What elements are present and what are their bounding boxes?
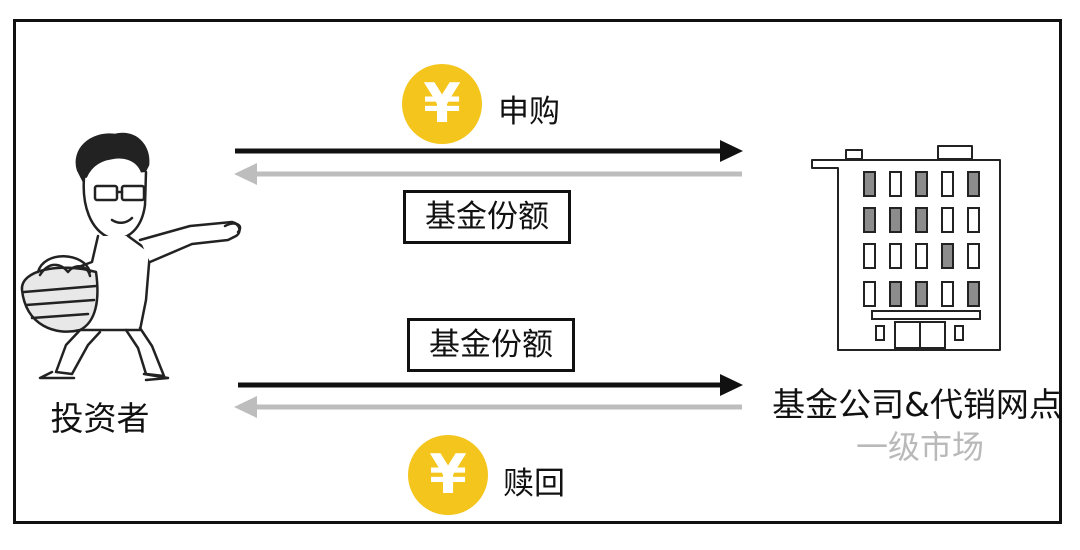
building-window [941,207,954,233]
building-window [863,171,876,197]
building-window [889,207,902,233]
building-window [915,171,928,197]
building-window [941,281,954,307]
building-window [915,243,928,269]
building-window [863,281,876,307]
yuan-coin-icon: ¥ [408,435,488,515]
redeem-money-arrow [234,396,742,418]
building-window [863,207,876,233]
redeem-label: 赎回 [503,466,565,502]
investor-figure [20,132,242,382]
building-window [889,243,902,269]
diagram-frame [13,19,1062,524]
building-window [915,281,928,307]
building-window [941,243,954,269]
building-window [967,243,980,269]
building-window [967,281,980,307]
building-windows [863,171,980,307]
building-window [915,207,928,233]
building-window [967,207,980,233]
investor-label: 投资者 [50,399,150,438]
shares-return-arrow [234,163,742,185]
shares-give-arrow [238,374,743,396]
fund-shares-box-top: 基金份额 [403,190,571,244]
yuan-coin-icon: ¥ [402,64,482,144]
building-window [889,281,902,307]
fund-shares-box-bottom: 基金份额 [407,318,575,372]
building-window [941,171,954,197]
market-label: 一级市场 [855,428,984,466]
building-window [863,243,876,269]
subscribe-label: 申购 [498,94,560,130]
building-window [967,171,980,197]
building-window [889,171,902,197]
company-label: 基金公司&代销网点 [772,385,1062,424]
subscribe-arrow [235,140,743,162]
building-entrance [871,310,981,349]
